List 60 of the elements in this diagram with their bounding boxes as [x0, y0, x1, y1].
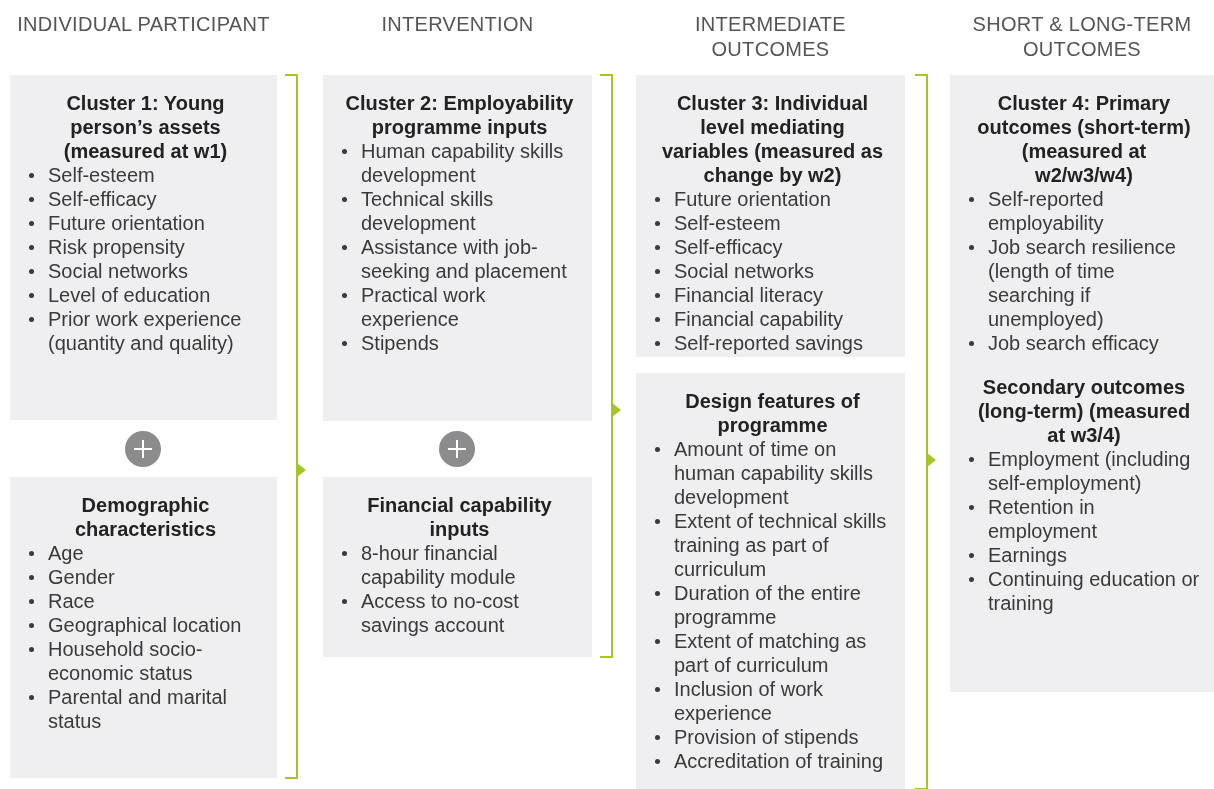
list-item: Self-efficacy — [48, 188, 157, 210]
list-item: Job search resilience (length of time searching if unemployed) — [988, 236, 1176, 330]
list-item: Employment (including self-employment) — [988, 448, 1191, 494]
list-item: Amount of time on human capability skills development — [674, 438, 873, 508]
list-item: Human capability skills development — [361, 140, 564, 186]
box-heading: Financial capability inputs — [366, 493, 553, 541]
list-item: Earnings — [988, 544, 1067, 566]
list-item: Job search efficacy — [988, 332, 1159, 354]
box-heading: Cluster 1: Young person’s assets (measured at w1) — [62, 91, 229, 163]
list-item: Level of education — [48, 284, 211, 306]
list-item: Risk propensity — [48, 236, 185, 258]
list-item: Prior work experience (quantity and quality) — [48, 308, 242, 354]
list-item: Social networks — [48, 260, 189, 282]
list-item: Continuing education or training — [988, 568, 1200, 614]
column-heading: SHORT & LONG-TERM OUTCOMES — [971, 12, 1193, 62]
list-item: Self-esteem — [674, 212, 781, 234]
content-box — [10, 477, 277, 778]
list-item: Future orientation — [674, 188, 831, 210]
box-heading: Cluster 2: Employability programme inputs — [345, 91, 574, 139]
list-item: Retention in employment — [988, 496, 1097, 542]
list-item: Future orientation — [48, 212, 205, 234]
content-box — [323, 75, 592, 421]
column-heading: INTERVENTION — [380, 12, 535, 37]
list-item: Race — [48, 590, 95, 612]
box-heading: Demographic characteristics — [73, 493, 218, 541]
content-box — [323, 477, 592, 657]
content-box — [10, 75, 277, 420]
box-heading: Design features of programme — [684, 389, 861, 437]
list-item: Provision of stipends — [674, 726, 859, 748]
content-box — [950, 75, 1214, 692]
column-heading: INTERMEDIATE OUTCOMES — [694, 12, 847, 62]
list-item: Inclusion of work experience — [674, 678, 823, 724]
list-item: Self-esteem — [48, 164, 155, 186]
list-item: Parental and marital status — [48, 686, 227, 732]
box-heading: Cluster 3: Individual level mediating variables (measured as change by w2) — [660, 91, 885, 187]
list-item: Geographical location — [48, 614, 242, 636]
list-item: Gender — [48, 566, 115, 588]
list-item: Age — [48, 542, 84, 564]
content-box — [636, 373, 905, 789]
list-item: Access to no-cost savings account — [361, 590, 519, 636]
list-item: Self-efficacy — [674, 236, 783, 258]
list-item: Duration of the entire programme — [674, 582, 861, 628]
box-heading: Cluster 4: Primary outcomes (short-term) (measured at w2/w3/w4) — [976, 91, 1192, 187]
list-item: Stipends — [361, 332, 439, 354]
list-item: Household socio-economic status — [48, 638, 203, 684]
box-heading: Secondary outcomes (long-term) (measured at w3/4) — [976, 375, 1192, 447]
list-item: Technical skills development — [361, 188, 494, 234]
list-item: Practical work experience — [361, 284, 486, 330]
list-item: Financial literacy — [674, 284, 823, 306]
list-item: Assistance with job-seeking and placement — [361, 236, 567, 282]
list-item: Extent of matching as part of curriculum — [674, 630, 867, 676]
column-heading: INDIVIDUAL PARTICIPANT — [16, 12, 271, 37]
list-item: Financial capability — [674, 308, 843, 330]
list-item: Accreditation of training — [674, 750, 883, 772]
list-item: Self-reported savings — [674, 332, 863, 354]
list-item: Social networks — [674, 260, 815, 282]
list-item: Self-reported employability — [988, 188, 1104, 234]
list-item: 8-hour financial capability module — [361, 542, 516, 588]
list-item: Extent of technical skills training as part of curriculum — [674, 510, 887, 580]
content-box — [636, 75, 905, 357]
